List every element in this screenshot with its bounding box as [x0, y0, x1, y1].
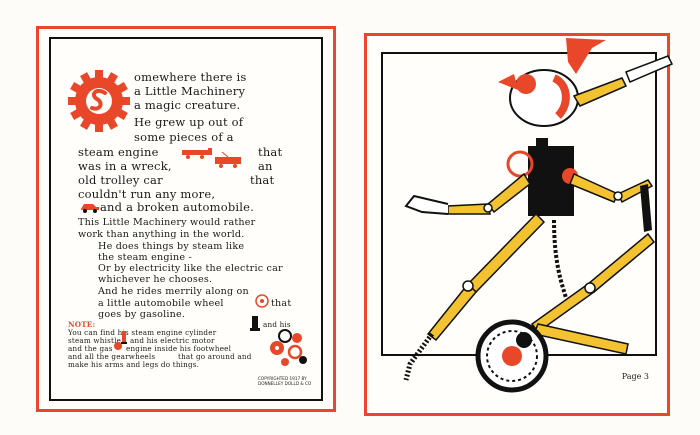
note-line-8: that go around and — [178, 352, 252, 361]
trolley-pictogram — [212, 151, 246, 173]
story-line-9: an — [258, 159, 273, 173]
story-line-18: Or by electricity like the electric car — [98, 263, 283, 274]
story-line-7: that — [258, 145, 283, 159]
automobile-wheel-pictogram — [255, 294, 269, 313]
story-line-11: that — [250, 173, 275, 187]
note-line-2: and his — [263, 320, 291, 329]
story-line-10: old trolley car — [78, 173, 163, 187]
note-line-1: You can find his steam engine cylinder — [68, 328, 217, 337]
steam-engine-pictogram — [180, 146, 220, 164]
note-line-5: and the gas — [68, 344, 113, 353]
story-line-12: couldn't run any more, — [78, 187, 216, 201]
copyright-line-1: COPYRIGHTED 1917 BY — [258, 376, 307, 381]
gearwheels-pictogram — [255, 326, 315, 373]
copyright-notice: COPYRIGHTED 1917 BY DONNELLEY DOLLD & CO — [258, 376, 311, 386]
story-line-21: a little automobile wheel — [98, 298, 224, 309]
note-line-6: engine inside his footwheel — [126, 344, 232, 353]
note-label: NOTE: — [68, 320, 96, 329]
note-line-7: and all the gearwheels — [68, 352, 156, 361]
left-page-inner-border — [49, 37, 323, 401]
head-plume — [566, 38, 606, 74]
page-number: Page 3 — [621, 372, 649, 381]
copyright-line-2: DONNELLEY DOLLD & CO — [258, 381, 312, 386]
story-line-15: work than anything in the world. — [78, 229, 245, 240]
whistle-pictogram — [120, 331, 128, 350]
note-line-3: steam whistle — [68, 336, 122, 345]
story-line-1: omewhere there is — [134, 70, 247, 84]
story-line-22: that — [271, 298, 292, 309]
story-line-5: some pieces of a — [134, 130, 234, 144]
story-line-3: a magic creature. — [134, 98, 241, 112]
note-line-9: make his arms and legs do things. — [68, 360, 200, 369]
story-line-4: He grew up out of — [134, 115, 244, 129]
story-line-2: a Little Machinery — [134, 84, 246, 98]
story-line-17: the steam engine - — [98, 252, 192, 263]
gear-logo-icon — [66, 68, 132, 134]
note-line-4: and his electric motor — [130, 336, 215, 345]
story-line-6: steam engine — [78, 145, 159, 159]
story-line-14: This Little Machinery would rather — [78, 217, 256, 228]
gas-engine-pictogram — [112, 339, 124, 357]
head-stripe — [551, 74, 570, 119]
story-line-8: was in a wreck, — [78, 159, 172, 173]
automobile-pictogram — [80, 200, 100, 218]
story-line-16: He does things by steam like — [98, 241, 245, 252]
story-line-20: And he rides merrily along on — [98, 286, 249, 297]
story-line-23: goes by gasoline. — [98, 309, 186, 320]
story-line-19: whichever he chooses. — [98, 274, 213, 285]
story-line-13: and a broken automobile. — [100, 200, 255, 214]
little-machinery-illustration — [348, 34, 688, 396]
cylinder-pictogram — [249, 314, 261, 339]
